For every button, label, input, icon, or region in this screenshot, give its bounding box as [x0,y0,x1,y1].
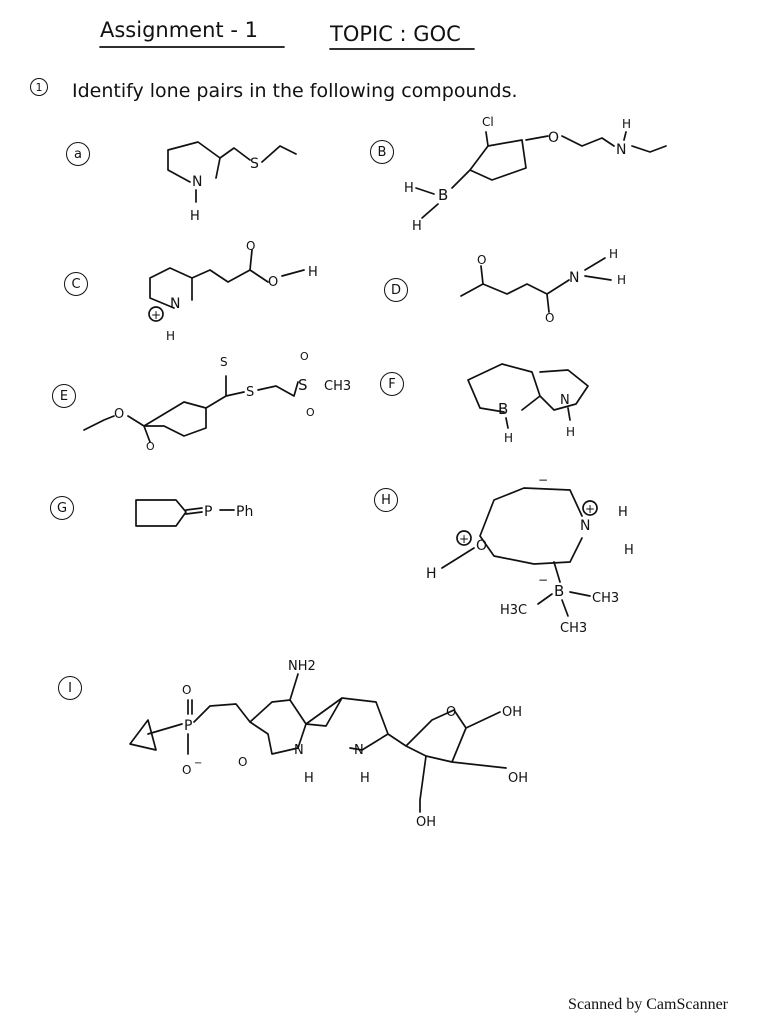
compound-d: O O N H H [460,247,626,325]
atom-p: P [184,718,192,734]
compound-b: Cl O N H B H H [404,115,667,234]
atom-p: P [204,504,212,520]
atom-h: H [190,209,200,224]
label-f: F [380,372,404,396]
atom-s: S [298,376,308,394]
label-b: B [370,140,394,164]
hydroxyl: OH [508,771,528,786]
methyl: CH3 [592,591,619,606]
atom-o: O [476,538,487,554]
compound-g: P Ph [135,499,253,527]
atom-n: N [192,174,202,190]
atom-h: H [308,265,318,280]
atom-b: B [498,400,508,418]
atom-n: N [569,270,579,286]
atom-h: H [566,425,575,439]
atom-h: H [404,181,414,196]
methyl: H3C [500,603,527,618]
atom-h: H [617,273,626,287]
atom-h: H [426,566,437,582]
charge-plus: + [585,502,595,516]
assignment-title: Assignment - 1 [100,18,258,42]
atom-h: H [304,771,314,786]
compound-e: O O S S O S O CH3 [83,350,351,453]
atom-n: N [354,743,364,758]
compound-a: N H S [167,141,297,224]
atom-o: O [146,440,155,453]
label-c: C [64,272,88,296]
compound-c: O O H N + H [148,239,318,343]
atom-h: H [360,771,370,786]
atom-h: H [609,247,618,261]
label-d: D [384,278,408,302]
label-e: E [52,384,76,408]
label-h: H [374,488,398,512]
atom-n: N [580,518,590,534]
label-i: I [58,676,82,700]
atom-h: H [504,431,513,445]
charge-minus: − [194,758,202,769]
atom-o: O [477,253,486,267]
scanner-watermark: Scanned by CamScanner [568,996,728,1013]
methyl: CH3 [560,621,587,636]
label-g: G [50,496,74,520]
atom-n: N [170,296,180,312]
compound-f: B N H H [467,363,589,445]
atom-o: O [548,130,559,146]
question-text: Identify lone pairs in the following com… [72,80,518,102]
title-underline [99,46,285,48]
methyl: CH3 [324,379,351,394]
phenyl: Ph [236,504,253,520]
atom-s: S [246,385,254,400]
atom-b: B [554,582,564,600]
hydroxyl: OH [502,705,522,720]
atom-n: N [616,142,626,158]
atom-o: O [238,755,247,769]
atom-o: O [182,683,191,697]
atom-o: O [300,350,309,363]
atom-h: H [624,543,634,558]
charge-plus: + [151,308,161,322]
compound-i: P O O − NH2 O N N H H O OH OH OH [129,659,528,830]
hydroxyl: OH [416,815,436,830]
charge-plus: + [459,532,469,546]
atom-n: N [294,743,304,758]
atom-o: O [545,311,554,325]
atom-s: S [220,355,228,369]
atom-o: O [268,275,278,290]
charge-minus: − [538,473,548,487]
atom-n: N [560,393,570,408]
atom-h: H [622,117,631,131]
amine: NH2 [288,659,316,674]
atom-cl: Cl [482,115,494,129]
topic-underline [329,48,475,50]
atom-h: H [412,219,422,234]
charge-minus: − [538,573,548,587]
atom-o: O [114,407,124,422]
topic-title: TOPIC : GOC [330,22,461,46]
compound-h: − N + H H O + H B − H3C CH3 CH3 [426,473,634,636]
atom-o: O [306,406,315,419]
atom-s: S [250,156,259,172]
atom-h: H [618,505,628,520]
atom-o: O [446,705,456,720]
question-number: 1 [30,78,48,96]
atom-h: H [166,329,175,343]
label-a: a [66,142,90,166]
atom-b: B [438,186,448,204]
atom-o: O [182,763,191,777]
atom-o: O [246,239,255,253]
